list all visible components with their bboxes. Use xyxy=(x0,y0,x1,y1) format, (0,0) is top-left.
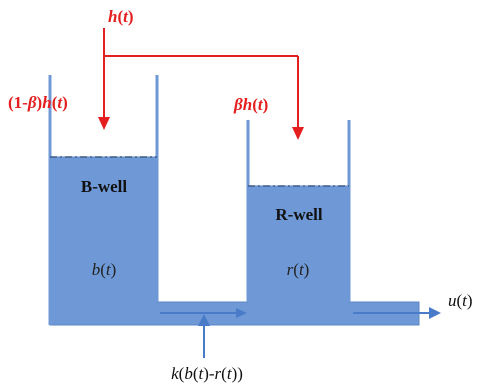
left-inflow-label: (1-β)h(t) xyxy=(8,93,68,112)
outflow-label: u(t) xyxy=(448,291,473,310)
exchange-flow-arrowhead xyxy=(236,308,247,318)
right-inflow-arrowhead xyxy=(292,127,304,140)
r-well-name: R-well xyxy=(275,205,322,224)
outflow-arrowhead xyxy=(429,307,441,319)
r-well-variable: r(t) xyxy=(287,260,310,279)
inflow-label: h(t) xyxy=(108,7,134,26)
left-inflow-arrowhead xyxy=(98,117,110,130)
exchange-label: k(b(t)-r(t)) xyxy=(171,364,243,383)
b-well-variable: b(t) xyxy=(92,260,117,279)
right-inflow-label: βh(t) xyxy=(233,95,268,114)
b-well-name: B-well xyxy=(81,177,128,196)
exchange-input-arrowhead xyxy=(198,314,210,326)
